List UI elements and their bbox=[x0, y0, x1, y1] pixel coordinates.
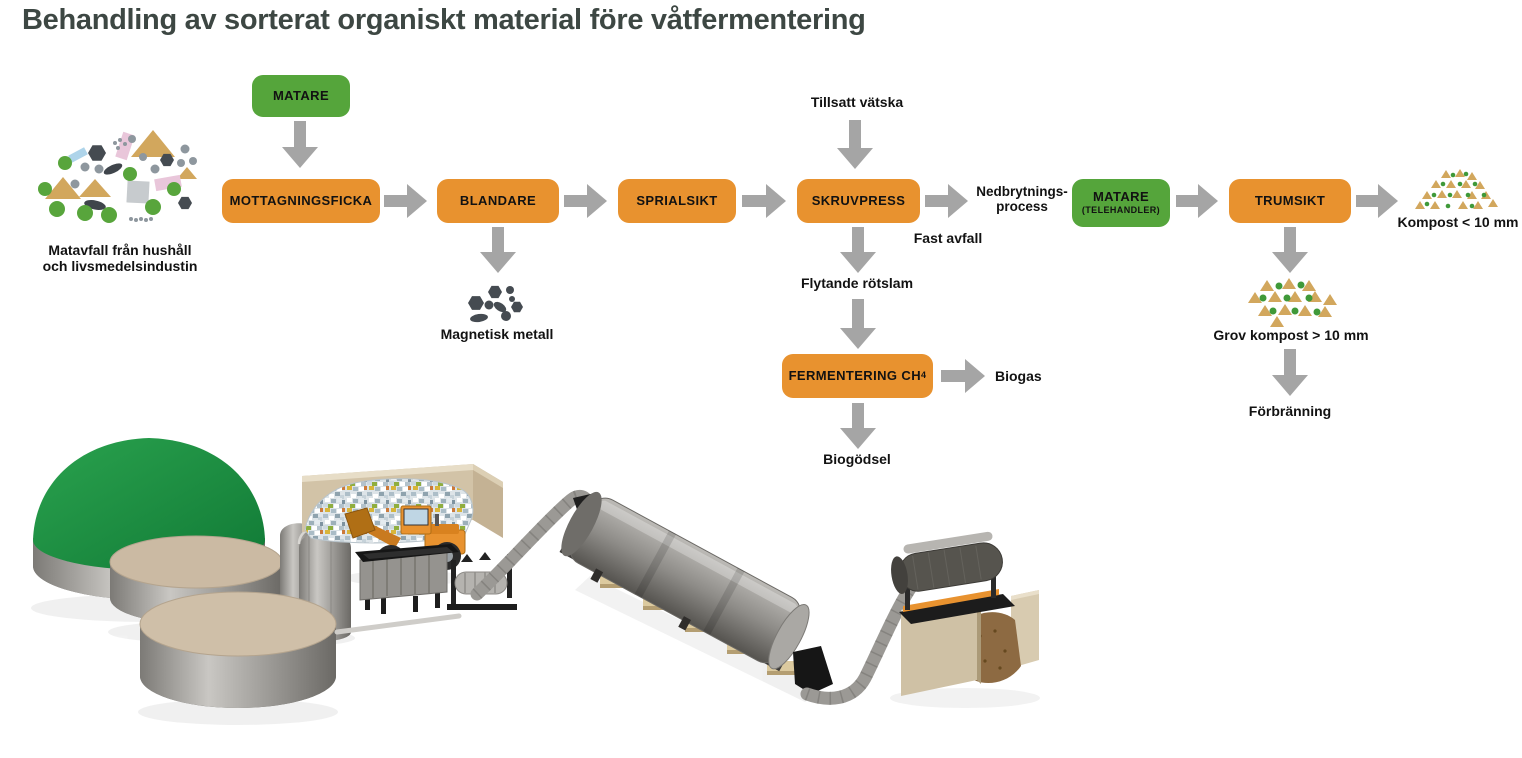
arrow-blandare-to-metall bbox=[480, 227, 516, 273]
tillsatt-vatska-label: Tillsatt vätska bbox=[810, 94, 904, 110]
fine-compost-icon bbox=[1415, 169, 1498, 209]
arrow-tillsatt-to-skruvpress bbox=[837, 120, 873, 169]
node-sprialsikt: SPRIALSIKT bbox=[618, 179, 736, 223]
node-mottagningsficka: MOTTAGNINGSFICKA bbox=[222, 179, 380, 223]
rotary-drum bbox=[559, 491, 810, 672]
drum-outlet-chute bbox=[793, 646, 833, 694]
arrow-rotslam-to-fermentering bbox=[840, 299, 876, 349]
arrow-sprialsikt-skruvpress bbox=[742, 184, 786, 218]
arrow-fermentering-biogas bbox=[941, 359, 985, 393]
arrow-trumsikt-to-grovkompost bbox=[1272, 227, 1308, 273]
kompost-grov-label: Grov kompost > 10 mm bbox=[1213, 327, 1369, 343]
coarse-compost-icon bbox=[1248, 278, 1337, 327]
arrow-blandare-sprialsikt bbox=[564, 184, 607, 218]
arrow-trumsikt-kompost bbox=[1356, 184, 1398, 218]
arrow-skruvpress-to-rotslam bbox=[840, 227, 876, 273]
arrow-matare-trumsikt bbox=[1176, 184, 1218, 218]
magnetic-metal-icon bbox=[468, 285, 523, 323]
fast-avfall-label: Fast avfall bbox=[913, 230, 983, 246]
source-label: Matavfall från hushåll och livsmedelsind… bbox=[42, 242, 198, 274]
flytande-rotslam-label: Flytande rötslam bbox=[800, 275, 914, 291]
arrow-mottagningsficka-blandare bbox=[384, 184, 427, 218]
node-skruvpress: SKRUVPRESS bbox=[797, 179, 920, 223]
arrow-skruvpress-nedbrytning bbox=[925, 184, 968, 218]
storage-tank-front bbox=[139, 591, 337, 708]
node-matare-top: MATARE bbox=[252, 75, 350, 117]
nedbrytningsprocess-label: Nedbrytnings- process bbox=[976, 184, 1068, 215]
plant-illustration bbox=[31, 438, 1040, 725]
node-blandare: BLANDARE bbox=[437, 179, 559, 223]
arrow-fermentering-biogodsel bbox=[840, 403, 876, 449]
arrow-matare-to-mottagningsficka bbox=[282, 121, 318, 168]
biogodsel-label: Biogödsel bbox=[823, 451, 891, 467]
magnetisk-metall-label: Magnetisk metall bbox=[440, 326, 554, 342]
node-trumsikt: TRUMSIKT bbox=[1229, 179, 1351, 223]
forbranning-label: Förbränning bbox=[1248, 403, 1332, 419]
trommel-screen bbox=[891, 531, 1015, 624]
kompost-fin-label: Kompost < 10 mm bbox=[1397, 214, 1519, 230]
ground-pipe bbox=[334, 613, 462, 635]
arrow-grovkompost-to-forbranning bbox=[1272, 349, 1308, 396]
page-title: Behandling av sorterat organiskt materia… bbox=[22, 4, 866, 36]
mixed-waste-pile-icon bbox=[38, 130, 197, 223]
node-matare-telehandler: MATARE (TELEHANDLER) bbox=[1072, 179, 1170, 227]
biogas-label: Biogas bbox=[995, 368, 1042, 384]
feed-hopper bbox=[355, 544, 459, 614]
